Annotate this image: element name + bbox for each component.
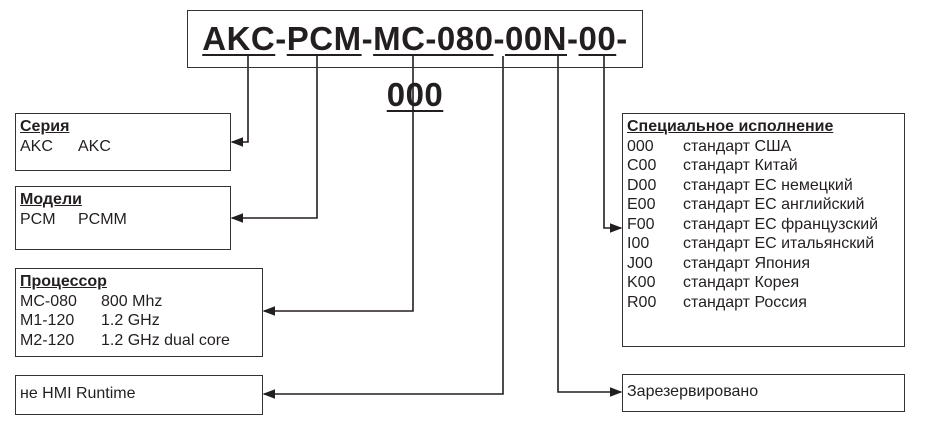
special-desc: стандарт Корея [683, 274, 800, 291]
special-desc: стандарт ЕС итальянский [683, 235, 875, 252]
series-title: Серия [20, 118, 70, 135]
code-segment-series: AKC [202, 20, 276, 57]
processor-desc: 1.2 GHz dual core [101, 331, 230, 349]
code-segment-model: PCM [286, 20, 362, 57]
special-desc: стандарт ЕС немецкий [683, 176, 853, 194]
special-code: K00 [627, 274, 656, 291]
special-code: R00 [627, 293, 657, 311]
reserved-box: Зарезервировано [622, 374, 905, 412]
special-desc: стандарт США [683, 137, 792, 155]
series-box: Серия AKC AKC [15, 113, 231, 171]
series-desc: AKC [78, 137, 111, 155]
model-desc: PCMM [78, 210, 127, 228]
special-code: D00 [627, 176, 657, 194]
model-code: PCM [20, 210, 56, 228]
hmi-text: не HMI Runtime [20, 385, 136, 402]
special-desc: стандарт Россия [683, 293, 807, 311]
special-row: J00 стандарт Япония [627, 254, 900, 274]
special-row: C00 стандарт Китай [627, 156, 900, 176]
separator: - [275, 20, 287, 57]
code-segment-reserved: 00 [578, 20, 617, 57]
special-row: D00 стандарт ЕС немецкий [627, 176, 900, 196]
separator: - [493, 20, 505, 57]
hmi-box: не HMI Runtime [15, 375, 263, 415]
code-segment-special: 000 [386, 76, 444, 113]
processor-code: M1-120 [20, 312, 75, 329]
processor-title: Процессор [20, 273, 107, 290]
processor-code: MC-080 [20, 292, 77, 310]
special-code: 000 [627, 137, 654, 155]
models-box: Модели PCM PCMM [15, 186, 231, 250]
special-row: F00 стандарт ЕС французский [627, 215, 900, 235]
type-code: AKC-PCM-MC-080-00N-00-000 [187, 10, 643, 113]
code-segment-hmi: 00N [504, 20, 568, 57]
arrow-models [230, 56, 318, 223]
separator: - [567, 20, 579, 57]
special-code: J00 [627, 254, 653, 272]
special-row: R00 стандарт Россия [627, 293, 900, 313]
processor-code: M2-120 [20, 331, 75, 349]
special-row: K00 стандарт Корея [627, 273, 900, 293]
processor-desc: 800 Mhz [101, 292, 163, 310]
special-row: I00 стандарт ЕС итальянский [627, 234, 900, 254]
models-title: Модели [20, 191, 82, 208]
arrow-processor [262, 56, 414, 316]
special-code: I00 [627, 235, 650, 252]
special-desc: стандарт ЕС французский [683, 215, 879, 233]
arrow-reserved [557, 56, 623, 397]
special-desc: стандарт Япония [683, 254, 810, 272]
arrow-series [230, 56, 249, 147]
arrow-special [603, 56, 623, 233]
separator: - [616, 20, 628, 57]
special-row: 000 стандарт США [627, 137, 900, 157]
special-desc: стандарт Китай [683, 157, 798, 174]
special-row: E00 стандарт ЕС английский [627, 195, 900, 215]
special-code: E00 [627, 196, 656, 213]
special-code: C00 [627, 157, 657, 174]
processor-desc: 1.2 GHz [101, 312, 160, 329]
arrow-hmi [262, 56, 504, 399]
series-code: AKC [20, 137, 53, 155]
special-title: Специальное исполнение [627, 118, 834, 135]
code-segment-processor: MC-080 [373, 20, 494, 57]
processor-box: Процессор MC-080 800 Mhz M1-120 1.2 GHz M2… [15, 268, 263, 357]
special-code: F00 [627, 215, 655, 233]
special-desc: стандарт ЕС английский [683, 196, 865, 213]
separator: - [361, 20, 374, 57]
reserved-text: Зарезервировано [627, 383, 759, 400]
